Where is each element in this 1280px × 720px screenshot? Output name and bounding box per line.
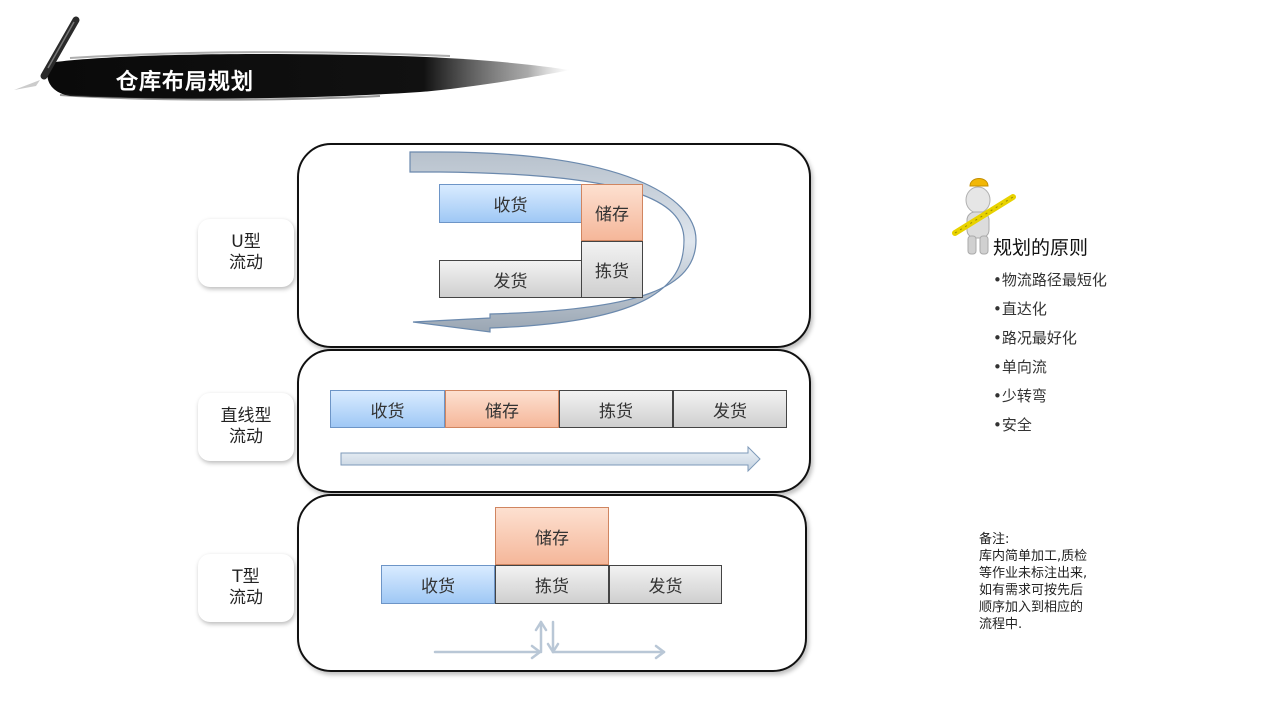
u-shipping-box: 发货 <box>439 260 582 298</box>
straight-flow-label-line2: 流动 <box>229 427 263 447</box>
brush-icon <box>14 16 80 90</box>
principle-item: •物流路径最短化 <box>993 271 1107 289</box>
u-flow-label-line1: U型 <box>231 232 261 252</box>
note-line: 库内简单加工,质检 <box>979 549 1088 564</box>
u-storage-box: 储存 <box>581 184 643 241</box>
page-title: 仓库布局规划 <box>116 70 255 95</box>
u-picking-box: 拣货 <box>581 241 643 298</box>
t-flow-label: T型 流动 <box>198 554 294 622</box>
principle-item: •直达化 <box>993 300 1047 318</box>
principle-item: •路况最好化 <box>993 329 1077 347</box>
t-flow-label-line2: 流动 <box>229 588 263 608</box>
t-flow-label-line1: T型 <box>232 567 260 587</box>
principle-item: •安全 <box>993 416 1032 434</box>
principle-item: •单向流 <box>993 358 1047 376</box>
t-picking-box: 拣货 <box>495 565 609 604</box>
u-receiving-box: 收货 <box>439 184 582 223</box>
principles-title: 规划的原则 <box>993 237 1089 259</box>
straight-flow-label: 直线型 流动 <box>198 393 294 461</box>
t-storage-box: 储存 <box>495 507 609 565</box>
t-shipping-box: 发货 <box>609 565 722 604</box>
note-line: 顺序加入到相应的 <box>979 600 1084 615</box>
straight-picking-box: 拣货 <box>559 390 673 428</box>
u-flow-label: U型 流动 <box>198 219 294 287</box>
straight-receiving-box: 收货 <box>330 390 445 428</box>
u-flow-label-line2: 流动 <box>229 253 263 273</box>
note-line: 备注: <box>979 532 1010 547</box>
note-line: 流程中. <box>979 617 1023 632</box>
brush-stroke-banner <box>14 16 570 101</box>
straight-shipping-box: 发货 <box>673 390 787 428</box>
note-line: 等作业未标注出来, <box>979 566 1088 581</box>
principle-item: •少转弯 <box>993 387 1047 405</box>
principles-list: •物流路径最短化 •直达化 •路况最好化 •单向流 •少转弯 •安全 <box>993 266 1107 440</box>
note-text: 备注: 库内简单加工,质检 等作业未标注出来, 如有需求可按先后 顺序加入到相应… <box>979 531 1119 633</box>
t-receiving-box: 收货 <box>381 565 495 604</box>
straight-storage-box: 储存 <box>445 390 559 428</box>
straight-flow-label-line1: 直线型 <box>220 406 272 426</box>
note-line: 如有需求可按先后 <box>979 583 1084 598</box>
